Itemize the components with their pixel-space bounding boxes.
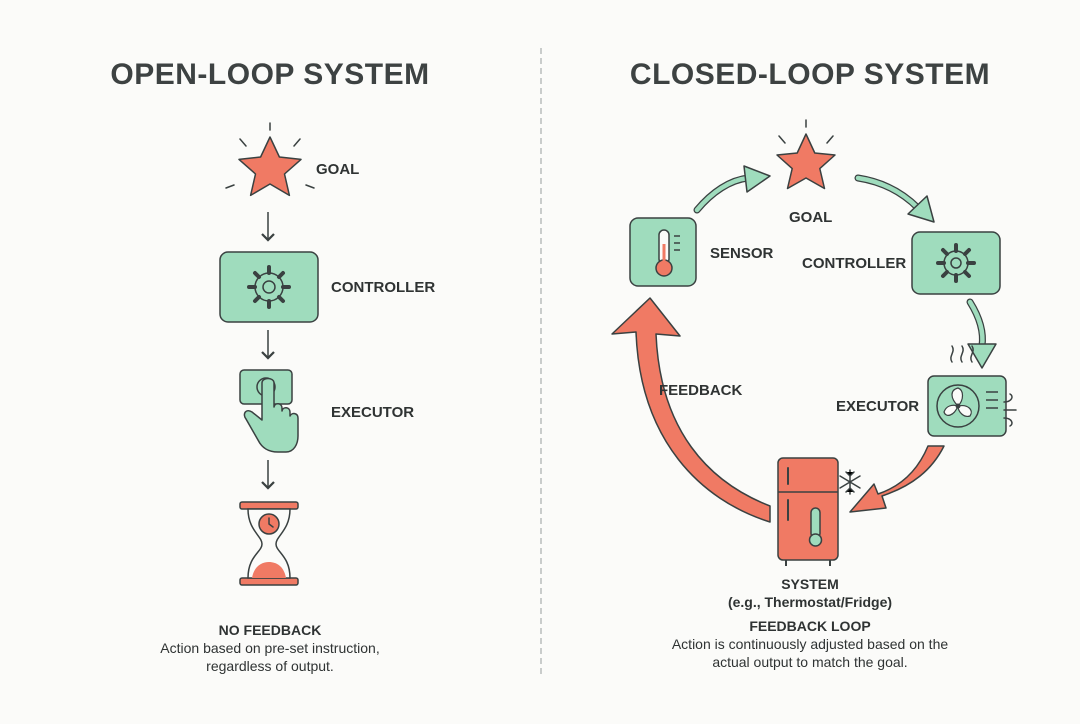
closed-goal-star-icon [776, 119, 836, 190]
open-loop-caption: NO FEEDBACK Action based on pre-set inst… [110, 621, 430, 675]
sensor-thermometer-icon [629, 217, 697, 287]
loop-arrow-goal-to-controller [854, 174, 935, 223]
open-executor-push-button-hand-icon [239, 369, 299, 453]
executor-fan-icon [927, 345, 1017, 437]
open-loop-title: OPEN-LOOP SYSTEM [110, 58, 430, 91]
open-caption-head: NO FEEDBACK [218, 622, 322, 638]
closed-caption-line1: Action is continuously adjusted based on… [671, 636, 949, 652]
system-example: (e.g., Thermostat/Fridge) [727, 594, 893, 610]
sensor-label: SENSOR [710, 245, 774, 262]
system-label-block: SYSTEM (e.g., Thermostat/Fridge) [680, 575, 940, 611]
open-goal-star-icon [225, 122, 315, 197]
open-caption-line2: regardless of output. [206, 658, 334, 674]
system-label: SYSTEM [781, 576, 839, 592]
closed-loop-caption: FEEDBACK LOOP Action is continuously adj… [628, 617, 992, 671]
closed-controller-gear-icon [911, 231, 1001, 295]
closed-executor-label: EXECUTOR [836, 398, 920, 415]
open-controller-gear-icon [219, 251, 319, 323]
closed-loop-title: CLOSED-LOOP SYSTEM [629, 58, 991, 91]
open-executor-label: EXECUTOR [331, 404, 415, 421]
closed-controller-label: CONTROLLER [802, 255, 907, 272]
feedback-label: FEEDBACK [659, 382, 743, 399]
loop-arrow-controller-to-executor [966, 298, 997, 369]
loop-arrow-sensor-to-goal [693, 165, 771, 214]
open-caption-line1: Action based on pre-set instruction, [160, 640, 380, 656]
panel-divider [540, 48, 542, 674]
feedback-arrow [611, 297, 771, 523]
loop-arrow-executor-to-system [849, 445, 945, 513]
open-controller-label: CONTROLLER [331, 279, 436, 296]
closed-goal-label: GOAL [789, 209, 833, 226]
open-goal-label: GOAL [316, 161, 360, 178]
closed-caption-line2: actual output to match the goal. [712, 654, 908, 670]
closed-caption-head: FEEDBACK LOOP [749, 618, 871, 634]
open-hourglass-clock-icon [239, 501, 299, 586]
snowflake-icon [839, 469, 861, 495]
system-fridge-icon [777, 457, 839, 566]
